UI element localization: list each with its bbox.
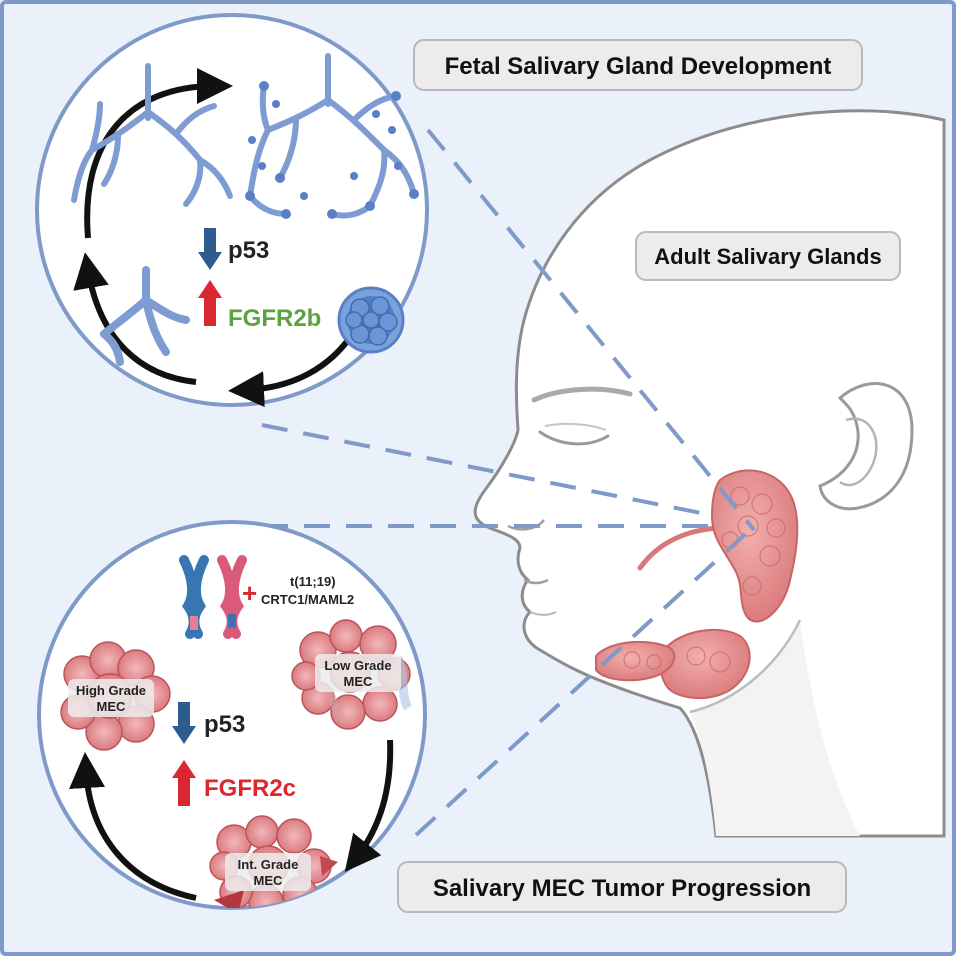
gland-branch-late xyxy=(245,53,419,219)
high-grade-box xyxy=(68,679,154,717)
eye-crease xyxy=(544,422,607,431)
ear-inner xyxy=(839,417,878,487)
gland-branch-bud xyxy=(100,266,190,366)
chromosome-icon xyxy=(179,555,247,639)
fgfr2c-label: FGFR2c xyxy=(204,775,296,802)
down-arrow-icon xyxy=(198,228,222,270)
p53-top-label: p53 xyxy=(228,237,269,264)
mec-arrow-left xyxy=(69,752,197,901)
high-grade-line2: MEC xyxy=(97,699,127,714)
low-grade-box xyxy=(315,654,401,692)
low-grade-line1: Low Grade xyxy=(324,658,391,673)
int-grade-line2: MEC xyxy=(254,873,284,888)
adult-title-box: Adult Salivary Glands xyxy=(635,231,901,281)
int-grade-line1: Int. Grade xyxy=(238,857,299,872)
high-grade-line1: High Grade xyxy=(76,683,146,698)
up-arrow-icon xyxy=(198,280,222,326)
int-grade-box xyxy=(225,853,311,891)
fetal-title: Fetal Salivary Gland Development xyxy=(445,53,832,80)
cell-cluster-icon xyxy=(337,286,405,354)
dashed-connectors xyxy=(261,128,756,837)
cycle-arc-bottom xyxy=(228,328,358,408)
plus-sign: + xyxy=(242,578,257,608)
cycle-arc-left xyxy=(73,252,197,385)
fgfr2b-label: FGFR2b xyxy=(228,305,321,332)
cycle-arc-top xyxy=(84,68,233,239)
fetal-development-panel: p53 FGFR2b xyxy=(35,13,429,408)
lip-line xyxy=(529,611,557,616)
adult-title: Adult Salivary Glands xyxy=(654,244,881,269)
neck-shadow xyxy=(690,620,860,836)
fetal-title-box: Fetal Salivary Gland Development xyxy=(413,39,863,91)
p53-bottom-label: p53 xyxy=(204,711,245,738)
mouth xyxy=(523,578,549,585)
mec-progression-panel: + t(11;19) CRTC1/MAML2 p53 FGFR2c Low Gr… xyxy=(37,520,427,910)
eyelid xyxy=(538,430,610,446)
down-arrow-icon xyxy=(172,702,196,744)
up-arrow-icon xyxy=(172,760,196,806)
mec-title: Salivary MEC Tumor Progression xyxy=(433,875,811,902)
parotid-gland xyxy=(710,469,799,623)
translocation-line1: t(11;19) xyxy=(290,574,336,589)
submandibular-gland xyxy=(659,628,751,700)
parotid-duct xyxy=(637,525,721,571)
translocation-line2: CRTC1/MAML2 xyxy=(261,592,354,607)
mec-arrow-right xyxy=(344,739,394,873)
chin-line xyxy=(689,619,802,714)
eyebrow xyxy=(531,386,633,403)
mec-title-box: Salivary MEC Tumor Progression xyxy=(397,861,847,913)
ear xyxy=(818,382,914,511)
gland-branch-early xyxy=(71,63,233,207)
nostril xyxy=(507,519,545,531)
low-grade-line2: MEC xyxy=(344,674,374,689)
